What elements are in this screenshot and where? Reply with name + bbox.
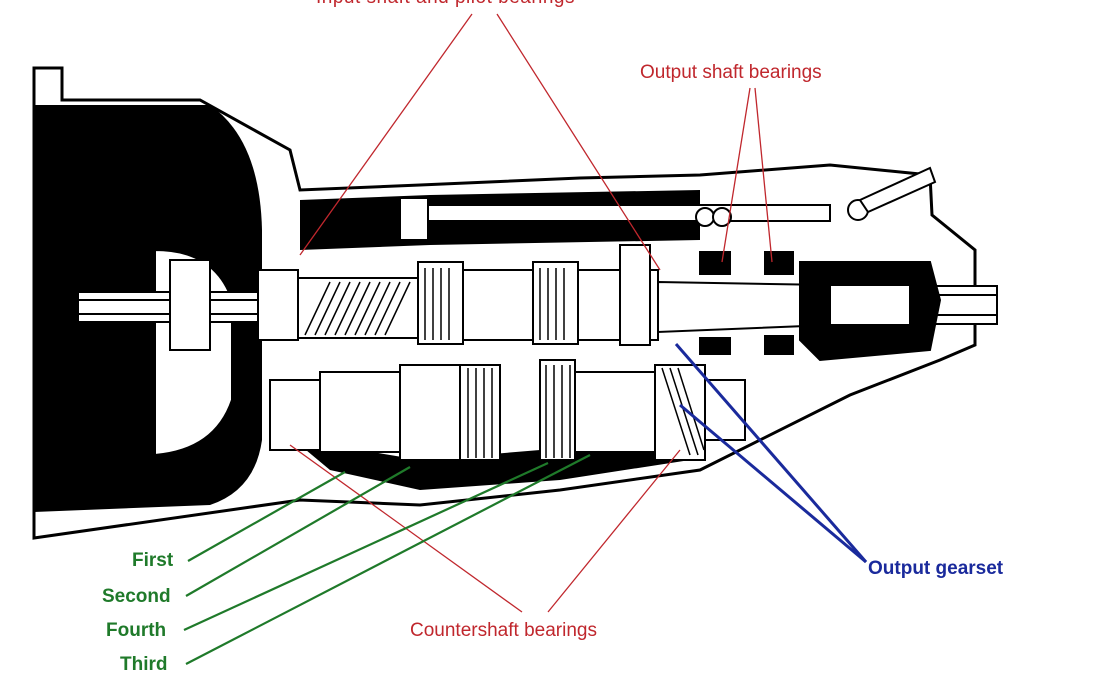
first-gear-label: First xyxy=(132,550,174,571)
blue-leader-lines xyxy=(674,343,868,564)
countershaft-bearings-label: Countershaft bearings xyxy=(410,620,597,641)
output-bearings xyxy=(699,251,942,362)
green-leader-lines xyxy=(183,454,591,665)
input-shaft xyxy=(77,259,259,351)
countershaft xyxy=(269,359,746,461)
output-shaft-bearings-label: Output shaft bearings xyxy=(640,62,822,83)
second-gear-label: Second xyxy=(102,586,171,607)
top-partial-label: Input shaft and pilot bearings xyxy=(316,0,575,9)
shift-rail xyxy=(399,166,937,241)
gear-teeth-upper xyxy=(304,268,565,340)
housing xyxy=(32,66,977,540)
third-gear-label: Third xyxy=(120,654,168,675)
output-gearset-label: Output gearset xyxy=(868,558,1004,579)
fourth-gear-label: Fourth xyxy=(106,620,167,641)
gear-teeth-lower xyxy=(467,365,705,458)
